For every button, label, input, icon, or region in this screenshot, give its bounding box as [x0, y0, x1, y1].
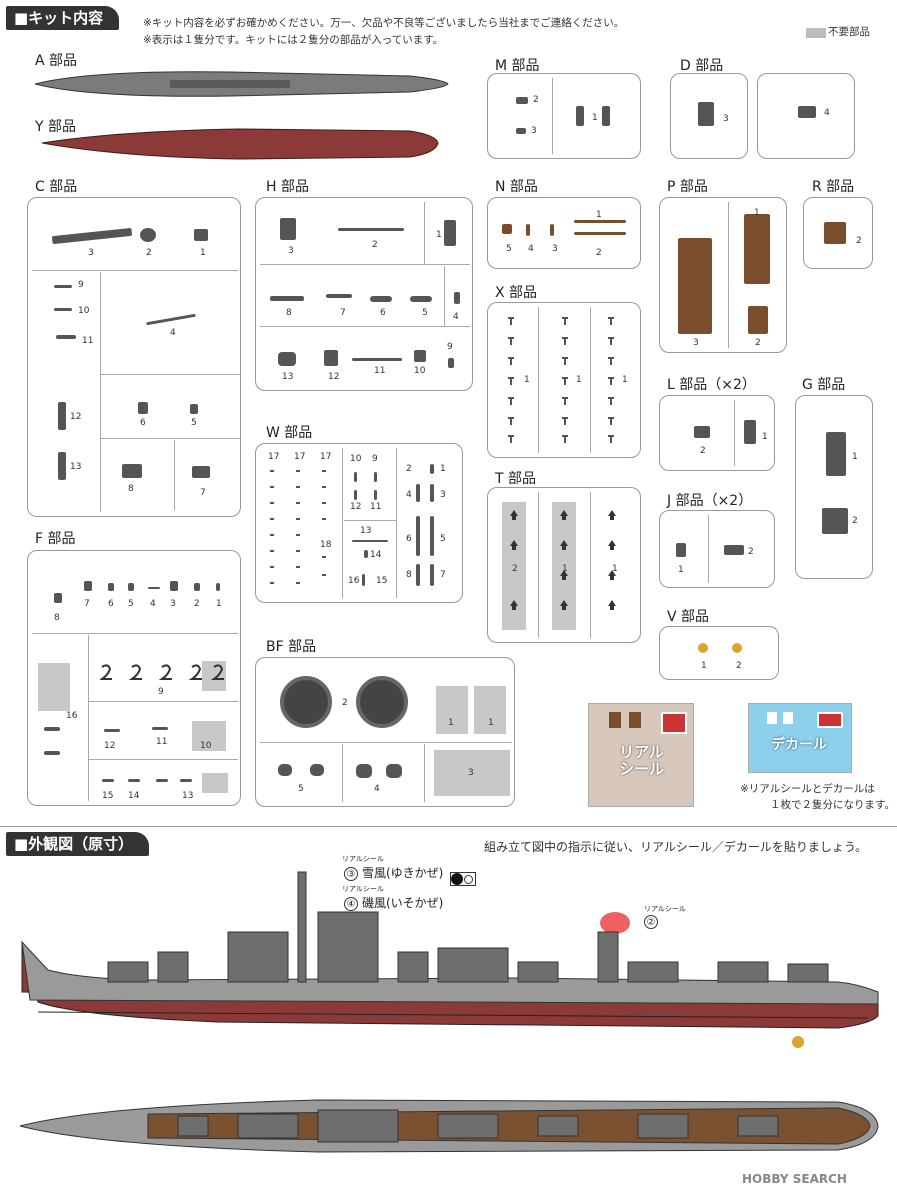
x-parts-box: 1 1 1 [487, 302, 641, 458]
h-parts-box: 3 2 1 8 7 6 5 4 13 12 11 10 9 [255, 197, 473, 391]
decal-sheet: デカール [748, 703, 852, 773]
label-h-parts: H 部品 [266, 179, 309, 195]
seal-small-label-2: リアルシール [644, 905, 686, 913]
ship-top-view [19, 1099, 879, 1153]
exterior-instruction: 組み立て図中の指示に従い、リアルシール／デカールを貼りましょう。 [484, 840, 868, 854]
label-bf-parts: BF 部品 [266, 639, 317, 655]
f-unused-small [202, 773, 228, 793]
flag-emblem [450, 872, 476, 886]
label-c-parts: C 部品 [35, 179, 78, 195]
d-parts-box-1: 3 [670, 73, 748, 159]
d-parts-box-2: 4 [757, 73, 855, 159]
label-m-parts: M 部品 [495, 58, 540, 74]
label-t-parts: T 部品 [495, 471, 537, 487]
decal-note-2: １枚で２隻分になります。 [770, 799, 895, 811]
f10-unused [192, 721, 226, 751]
label-f-parts: F 部品 [35, 531, 76, 547]
g-parts-box: 1 2 [795, 395, 873, 579]
p-parts-box: 3 1 2 [659, 197, 787, 353]
y-hull-part [41, 128, 439, 160]
w-parts-box: 17 17 17 18 10 9 12 11 13 14 16 15 2 1 4… [255, 443, 463, 603]
decal-note-1: ※リアルシールとデカールは [740, 783, 875, 795]
m-parts-box: 2 3 1 [487, 73, 641, 159]
label-d-parts: D 部品 [680, 58, 724, 74]
label-r-parts: R 部品 [812, 179, 855, 195]
a-deck-part [34, 71, 449, 97]
j-parts-box: 1 2 [659, 510, 775, 588]
decal-label: デカール [771, 737, 827, 753]
real-seal-label-1: リアル [619, 743, 664, 761]
v-parts-box: 1 2 [659, 626, 779, 680]
kit-contents-header: ■キット内容 [6, 6, 120, 30]
kit-note-2: ※表示は１隻分です。キットには２隻分の部品が入っています。 [143, 34, 444, 46]
hobby-search-watermark: HOBBY SEARCH [742, 1172, 847, 1186]
real-seal-sheet: リアル シール [588, 703, 694, 807]
seal-small-label-4: リアルシール [342, 885, 384, 893]
label-n-parts: N 部品 [495, 179, 538, 195]
exterior-view-header: ■外観図（原寸） [6, 832, 150, 856]
kit-note-1: ※キット内容を必ずお確かめください。万一、欠品や不良等ございましたら当社までご連… [143, 17, 625, 29]
label-x-parts: X 部品 [495, 285, 538, 301]
seal-small-label-3: リアルシール [342, 855, 384, 863]
c-parts-box: 3 2 1 9 10 11 4 6 5 12 13 8 7 [27, 197, 241, 517]
legend-label: 不要部品 [828, 26, 870, 38]
n-parts-box: 5 4 3 1 2 [487, 197, 641, 269]
label-j-parts: J 部品（×2） [667, 493, 753, 509]
t-parts-box: 2 1 1 [487, 487, 641, 643]
label-p-parts: P 部品 [667, 179, 708, 195]
f16-unused [38, 663, 70, 711]
callout-2: ② [644, 914, 662, 929]
ship-side-profile [21, 871, 879, 1048]
label-l-parts: L 部品（×2） [667, 377, 756, 393]
label-w-parts: W 部品 [266, 425, 313, 441]
legend-swatch [806, 28, 826, 38]
rising-sun-flag [600, 912, 630, 934]
real-seal-label-2: シール [619, 760, 665, 778]
label-y-parts: Y 部品 [35, 119, 77, 135]
bf1-unused-2 [474, 686, 506, 734]
bf1-unused-1 [436, 686, 468, 734]
bf-parts-box: 2 1 1 5 4 3 [255, 657, 515, 807]
l-parts-box: 2 1 [659, 395, 775, 471]
label-v-parts: V 部品 [667, 609, 710, 625]
label-g-parts: G 部品 [802, 377, 846, 393]
r-parts-box: 2 [803, 197, 873, 269]
label-a-parts: A 部品 [35, 53, 78, 69]
bf3-unused [434, 750, 510, 796]
f-parts-box: 8 7 6 5 4 3 2 1 16 9 12 11 10 15 14 13 [27, 550, 241, 806]
